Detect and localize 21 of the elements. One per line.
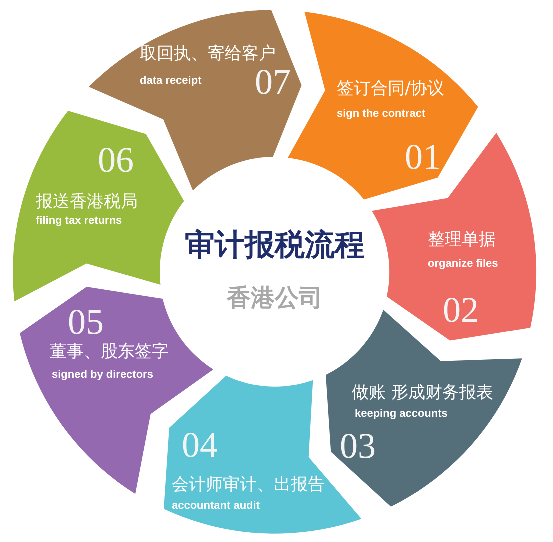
step-number: 03 — [340, 426, 376, 468]
step-label: 报送香港税局 — [36, 192, 138, 213]
step-caption: organize files — [428, 258, 498, 271]
step-caption: filing tax returns — [36, 214, 122, 228]
center-label: 审计报税流程 — [184, 229, 366, 264]
step-caption: data receipt — [140, 74, 202, 88]
step-number: 05 — [68, 302, 104, 343]
step-label: 董事、股东签字 — [50, 342, 169, 363]
step-number: 04 — [182, 424, 218, 466]
step-label: 整理单据 — [428, 230, 496, 251]
step-label: 做账 形成财务报表 — [352, 384, 494, 404]
step-number: 01 — [404, 136, 441, 178]
step-caption: sign the contract — [336, 108, 426, 121]
step-caption: signed by directors — [52, 368, 154, 382]
step-label: 签订合同/协议 — [336, 80, 445, 100]
step-caption: accountant audit — [172, 500, 260, 513]
step-caption: keeping accounts — [354, 408, 448, 421]
step-number: 06 — [98, 140, 134, 182]
step-label: 会计师审计、出报告 — [172, 476, 325, 496]
center-sublabel: 香港公司 — [226, 285, 324, 313]
step-number: 02 — [442, 290, 479, 332]
